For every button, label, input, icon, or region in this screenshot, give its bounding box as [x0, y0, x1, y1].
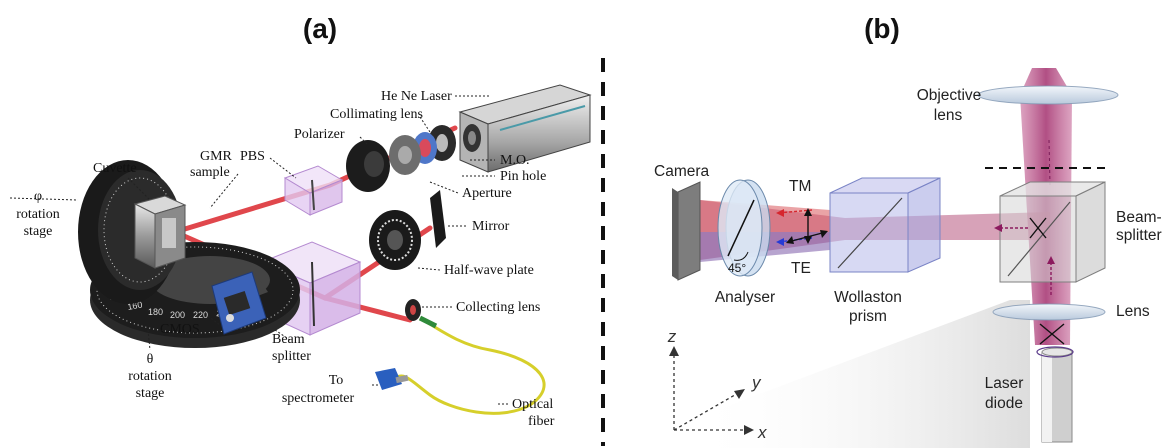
laser-diode	[1036, 346, 1074, 443]
label-phi-line2: rotation	[16, 207, 60, 222]
floor-plane	[690, 300, 1030, 448]
panel-a-labels: He Ne Laser Collimating lens Polarizer P…	[16, 89, 555, 429]
half-wave-plate	[369, 210, 421, 270]
label-beam-splitter-line1: Beam-	[1116, 209, 1162, 226]
label-objective-line1: Objective	[917, 87, 982, 104]
label-to-line1: To	[329, 373, 344, 388]
beam-splitter-b	[999, 181, 1106, 283]
objective-lens	[977, 85, 1119, 105]
label-wollaston-line1: Wollaston	[834, 289, 902, 306]
label-wollaston-line2: prism	[849, 308, 887, 325]
label-collecting-lens: Collecting lens	[456, 300, 540, 315]
label-aperture: Aperture	[462, 186, 512, 201]
camera	[672, 181, 701, 281]
y-axis-arrow	[734, 389, 745, 399]
label-optical-line1: Optical	[512, 397, 553, 412]
he-ne-laser	[458, 84, 592, 173]
label-phi-line1: φ	[34, 189, 42, 204]
label-beam-line2: splitter	[272, 349, 311, 364]
label-axis-z: z	[667, 327, 677, 346]
panel-a: (a)	[9, 13, 592, 429]
panel-b-labels: Objective lens Camera TM TE Analyser Wol…	[654, 87, 1162, 442]
angle-label: 45°	[728, 261, 746, 275]
label-collimating-lens: Collimating lens	[330, 107, 423, 122]
collecting-lens	[405, 299, 421, 321]
label-objective-line2: lens	[934, 107, 963, 124]
label-tm: TM	[789, 178, 811, 195]
mirror	[430, 190, 446, 248]
label-pbs: PBS	[240, 149, 265, 164]
label-theta-line3: stage	[136, 386, 165, 401]
analyser: 45°	[717, 179, 771, 277]
label-theta-line2: rotation	[128, 369, 172, 384]
aperture-optics	[389, 125, 456, 175]
label-gmr-line1: GMR	[200, 149, 233, 164]
panel-b-title: (b)	[864, 13, 900, 44]
dial-number: 220	[193, 310, 208, 320]
label-optical-line2: fiber	[528, 414, 555, 429]
label-laser-line1: Laser	[985, 375, 1024, 392]
label-te: TE	[791, 260, 811, 277]
lens	[992, 303, 1106, 321]
label-pin-hole: Pin hole	[500, 169, 546, 184]
label-half-wave-plate: Half-wave plate	[444, 263, 534, 278]
label-cuvette: Cuvette	[93, 161, 137, 176]
panel-b: (b) 45°	[654, 13, 1162, 448]
panel-a-title: (a)	[303, 13, 337, 44]
z-axis-arrow	[669, 346, 679, 356]
label-theta-line1: θ	[147, 352, 154, 367]
label-mo: M.O.	[500, 153, 530, 168]
label-cmos: CMOS	[160, 322, 200, 337]
polarizer	[346, 140, 390, 192]
label-mirror: Mirror	[472, 219, 510, 234]
label-phi-line3: stage	[24, 224, 53, 239]
dial-number: 180	[148, 307, 163, 317]
label-analyser: Analyser	[715, 289, 775, 306]
label-camera: Camera	[654, 163, 710, 180]
label-gmr-line2: sample	[190, 165, 230, 180]
wollaston-prism	[829, 177, 941, 273]
label-to-line2: spectrometer	[282, 391, 355, 406]
label-he-ne-laser: He Ne Laser	[381, 89, 452, 104]
label-axis-y: y	[751, 373, 762, 392]
cuvette	[133, 195, 187, 269]
dial-number: 200	[170, 310, 185, 320]
x-axis-arrow	[744, 425, 754, 435]
label-beam-line1: Beam	[272, 332, 305, 347]
cmos-camera	[208, 266, 268, 335]
label-leaders	[9, 95, 510, 405]
label-polarizer: Polarizer	[294, 127, 345, 142]
spectrometer-connector	[375, 368, 409, 390]
label-lens: Lens	[1116, 303, 1150, 320]
pbs-cube	[283, 165, 344, 216]
polarization-arrows	[776, 208, 1065, 345]
label-axis-x: x	[757, 423, 767, 442]
beam-splitter-cube	[260, 241, 362, 336]
coordinate-axes	[673, 352, 748, 431]
label-beam-splitter-line2: splitter	[1116, 227, 1162, 244]
label-laser-line2: diode	[985, 395, 1023, 412]
optical-fiber	[394, 315, 546, 415]
